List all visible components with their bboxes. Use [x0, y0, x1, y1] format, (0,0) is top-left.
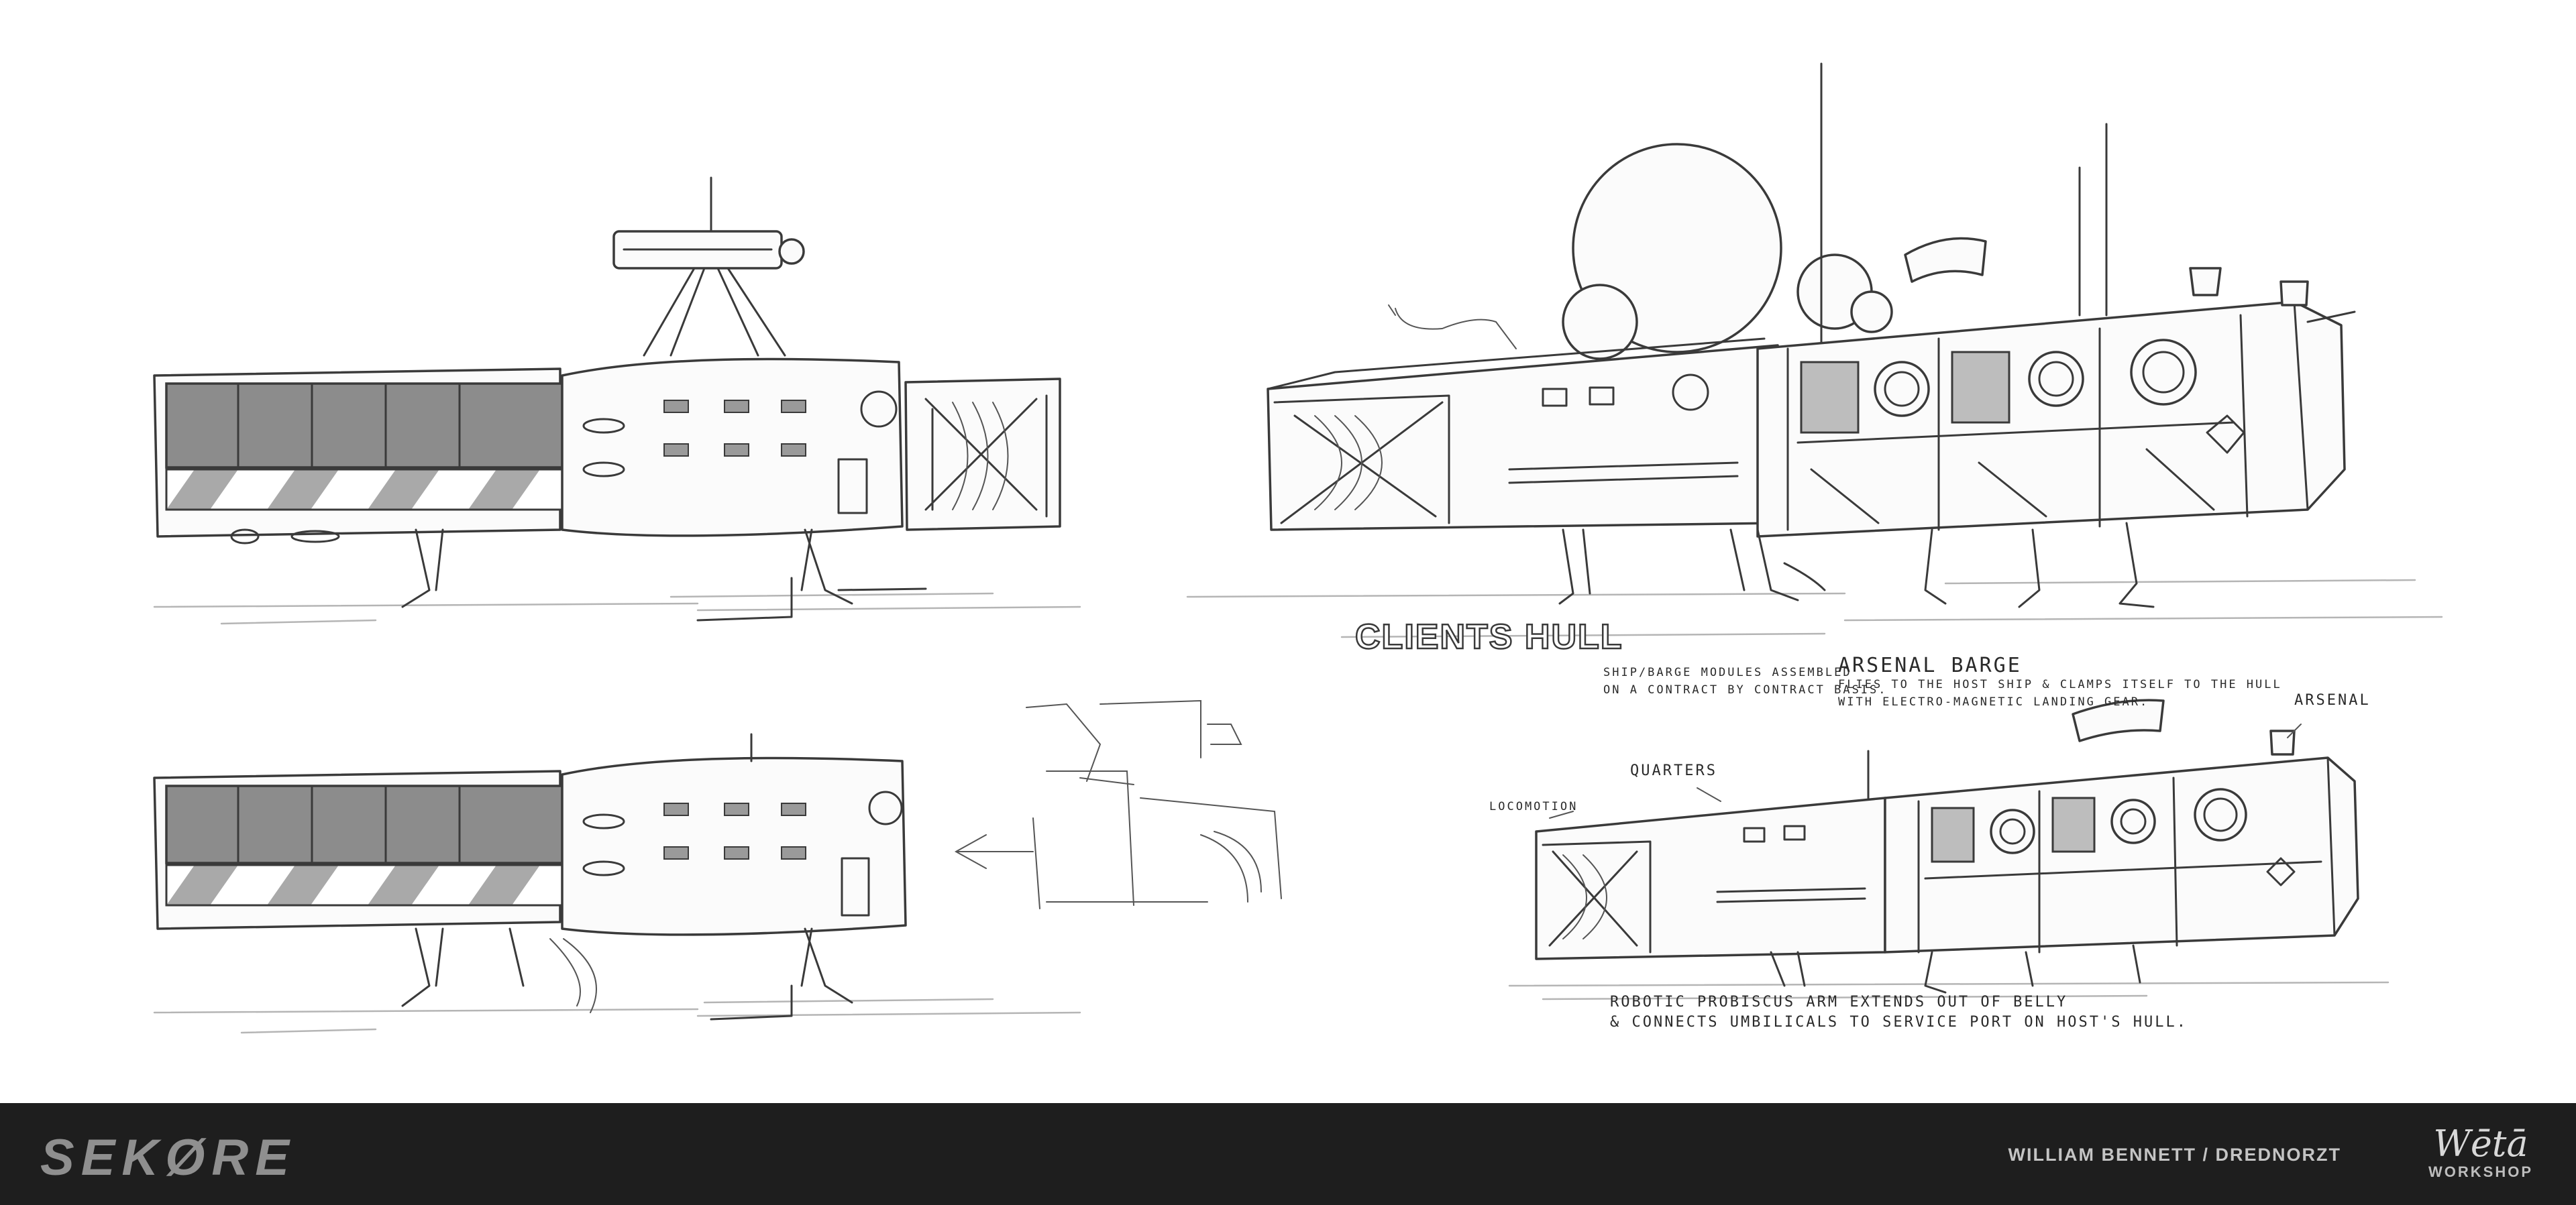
transition-arrow-icon [954, 834, 1034, 869]
arsenal-barge-title: ARSENAL BARGE [1838, 654, 2022, 677]
clients-hull-label: CLIENTS HULL [1354, 617, 1623, 658]
arsenal-barge-note: FLIES TO THE HOST SHIP & CLAMPS ITSELF T… [1838, 676, 2282, 711]
robotic-arm-note: ROBOTIC PROBISCUS ARM EXTENDS OUT OF BEL… [1610, 992, 2188, 1033]
quarters-label: QUARTERS [1630, 762, 1717, 779]
top-turret [612, 176, 805, 357]
docking-note-line: SHIP/BARGE MODULES ASSEMBLED [1603, 666, 1852, 679]
brand-logo: SEKØRE [40, 1129, 296, 1186]
ship-side-view-top [153, 176, 1081, 625]
artist-credit: WILLIAM BENNETT / DREDNORZT [2008, 1145, 2341, 1165]
robotic-arm-note-line: ROBOTIC PROBISCUS ARM EXTENDS OUT OF BEL… [1610, 994, 2068, 1011]
docking-note: SHIP/BARGE MODULES ASSEMBLED ON A CONTRA… [1603, 664, 1888, 699]
arsenal-label: ARSENAL [2294, 692, 2371, 709]
studio-subtitle: WORKSHOP [2428, 1163, 2533, 1180]
studio-logo: Wētā WORKSHOP [2420, 1125, 2541, 1181]
concept-art-sheet: CLIENTS HULL SHIP/BARGE MODULES ASSEMBLE… [153, 62, 2443, 1034]
ship-arsenal-docked [1508, 699, 2390, 1000]
locomotion-label: LOCOMOTION [1489, 800, 1578, 813]
studio-name: Wētā [2433, 1123, 2528, 1165]
docking-note-line: ON A CONTRACT BY CONTRACT BASIS. [1603, 683, 1888, 697]
robotic-arm-note-line: & CONNECTS UMBILICALS TO SERVICE PORT ON… [1610, 1014, 2188, 1031]
thumbnail-sketch [1026, 699, 1282, 909]
arsenal-barge-note-line: WITH ELECTRO-MAGNETIC LANDING GEAR. [1838, 695, 2149, 709]
footer-bar: SEKØRE WILLIAM BENNETT / DREDNORZT Wētā … [0, 1103, 2576, 1205]
arsenal-barge-note-line: FLIES TO THE HOST SHIP & CLAMPS ITSELF T… [1838, 678, 2282, 691]
ship-arsenal-large [1186, 62, 2443, 638]
ship-side-view-bottom [153, 733, 1081, 1034]
sketch-artwork [153, 62, 2443, 1034]
